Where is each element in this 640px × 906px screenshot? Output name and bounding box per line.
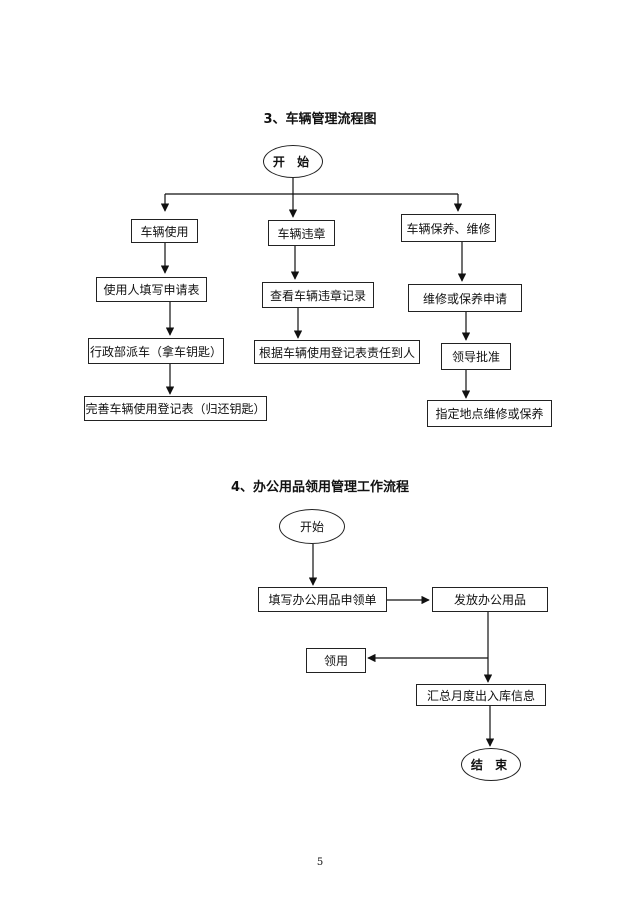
assign-responsibility-box: 根据车辆使用登记表责任到人 <box>254 340 420 364</box>
vehicle-violation-box: 车辆违章 <box>268 220 335 246</box>
fill-requisition-box: 填写办公用品申领单 <box>258 587 387 612</box>
fill-request-form-box: 使用人填写申请表 <box>96 277 207 302</box>
flow-start-oval: 开 始 <box>263 145 323 178</box>
apply-repair-box: 维修或保养申请 <box>408 284 522 312</box>
flow-end-oval: 结 束 <box>461 748 521 781</box>
vehicle-maintenance-box: 车辆保养、维修 <box>401 214 496 242</box>
page-number: 5 <box>316 857 324 868</box>
flow-start-oval-2: 开始 <box>279 509 345 544</box>
receive-box: 领用 <box>306 648 366 673</box>
section-4-title: 4、办公用品领用管理工作流程 <box>230 480 410 495</box>
section-3-title: 3、车辆管理流程图 <box>263 112 377 127</box>
issue-supplies-box: 发放办公用品 <box>432 587 548 612</box>
check-violation-box: 查看车辆违章记录 <box>262 282 374 308</box>
summarize-box: 汇总月度出入库信息 <box>416 684 546 706</box>
admin-dispatch-box: 行政部派车（拿车钥匙） <box>88 338 224 364</box>
vehicle-use-box: 车辆使用 <box>131 219 198 243</box>
complete-register-box: 完善车辆使用登记表（归还钥匙） <box>84 396 267 421</box>
leader-approval-box: 领导批准 <box>441 343 511 370</box>
designated-place-box: 指定地点维修或保养 <box>427 400 552 427</box>
